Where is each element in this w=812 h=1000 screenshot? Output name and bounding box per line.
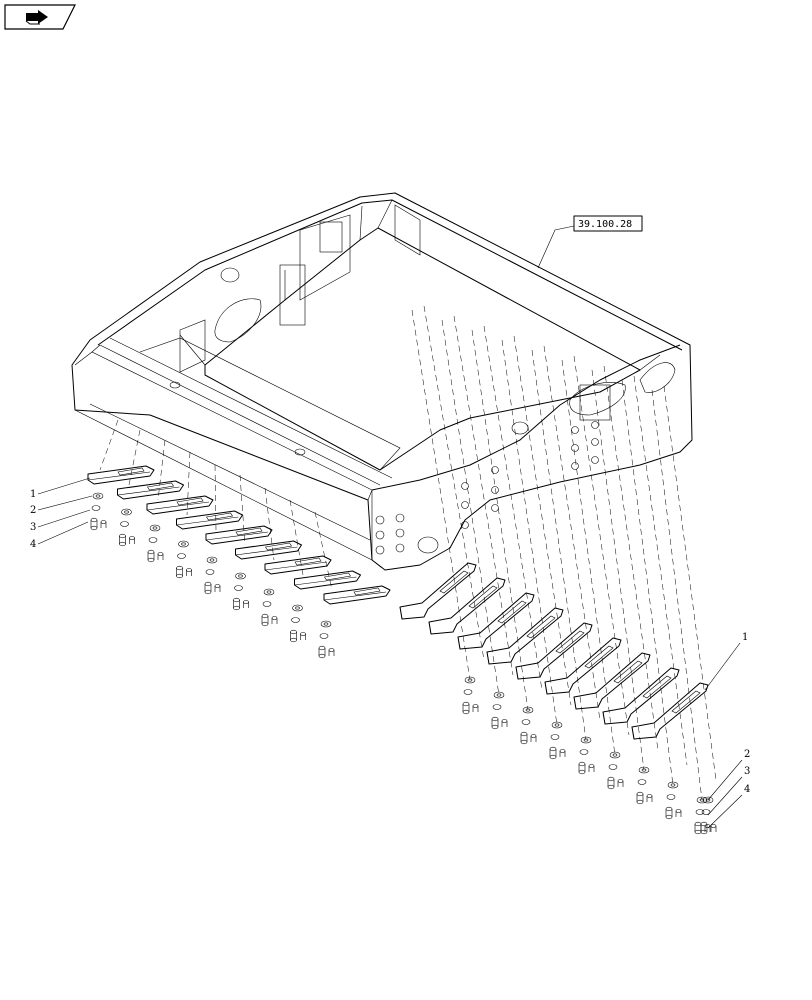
hardware-left-group (90, 492, 335, 659)
bolt-washer-set (549, 721, 566, 760)
bolt-washer-set (147, 524, 164, 563)
projection-line (239, 474, 246, 546)
wear-pad-left (264, 555, 332, 575)
projection-line (651, 389, 703, 801)
bolt-washer-set (90, 492, 107, 531)
wear-pad-right (544, 637, 622, 695)
wear-pad-right (457, 592, 535, 650)
projection-line (411, 309, 471, 681)
projection-line (214, 464, 217, 531)
bolt-washer-set (176, 540, 192, 579)
projection-line (621, 379, 674, 786)
wear-pad-left (294, 570, 361, 590)
projection-line (441, 319, 500, 696)
projection-line (663, 385, 717, 781)
projection-lines (99, 305, 717, 801)
bolt-washer-set (233, 572, 249, 611)
main-frame (71, 192, 693, 571)
wear-pad-right (631, 682, 709, 740)
bolt-washer-set (491, 691, 508, 730)
bolt-washer-set (119, 508, 135, 547)
projection-line (99, 419, 119, 471)
bolt-washer-set (665, 781, 682, 820)
bolt-washer-set (261, 588, 278, 627)
projection-line (591, 369, 645, 771)
projection-line (186, 451, 191, 516)
wear-pad-left (323, 585, 391, 605)
projection-line (423, 305, 485, 661)
wear-pad-left (87, 465, 155, 485)
bolt-washer-set (636, 766, 653, 805)
wear-pads-left-group (87, 465, 391, 605)
wear-pad-right (602, 667, 680, 725)
wear-pad-right (486, 607, 564, 665)
projection-line (157, 439, 166, 501)
projection-line (543, 345, 601, 721)
projection-line (531, 349, 587, 741)
projection-line (513, 335, 572, 706)
wear-pad-right (515, 622, 593, 680)
wear-pad-left (146, 495, 214, 515)
projection-line (561, 359, 616, 756)
projection-line (289, 499, 304, 576)
wear-pad-left (235, 540, 302, 560)
projection-line (633, 375, 688, 766)
callouts-right: 1 2 3 4 (704, 632, 750, 829)
reference-callout[interactable]: 39.100.28 (537, 215, 643, 269)
wear-pad-right (428, 577, 506, 635)
bolt-washer-set (694, 796, 711, 835)
bolt-washer-set (204, 556, 221, 595)
projection-line (501, 339, 558, 726)
wear-pads-right-group (399, 562, 709, 740)
bolt-washer-set (290, 604, 306, 643)
projection-line (483, 325, 543, 691)
bolt-washer-set (700, 796, 717, 835)
projection-line (603, 365, 659, 751)
hardware-right-group (462, 676, 717, 835)
callout-right-2[interactable]: 2 (744, 749, 750, 760)
callout-right-3[interactable]: 3 (744, 766, 750, 777)
callout-left-4[interactable]: 4 (30, 539, 36, 550)
bolt-washer-set (520, 706, 537, 745)
wear-pad-right (573, 652, 651, 710)
next-page-arrow-icon (25, 10, 48, 25)
end-plate-holes (375, 421, 599, 555)
wear-pad-left (176, 510, 243, 530)
callouts-left: 1 2 3 4 (30, 477, 93, 550)
bolt-washer-set (578, 736, 595, 775)
projection-line (453, 315, 514, 676)
callout-right-1[interactable]: 1 (742, 632, 748, 643)
callout-left-3[interactable]: 3 (30, 522, 36, 533)
callout-right-4[interactable]: 4 (744, 784, 750, 795)
wear-pad-left (117, 480, 184, 500)
projection-line (573, 355, 630, 736)
projection-line (314, 511, 333, 591)
projection-line (264, 487, 275, 561)
bolt-washer-set (318, 620, 335, 659)
reference-label[interactable]: 39.100.28 (578, 219, 632, 230)
callout-left-1[interactable]: 1 (30, 489, 36, 500)
bolt-washer-set (462, 676, 479, 715)
wear-pad-right (399, 562, 477, 620)
wear-pad-left (205, 525, 273, 545)
bolt-washer-set (607, 751, 624, 790)
nav-next-button[interactable] (4, 4, 76, 30)
callout-left-2[interactable]: 2 (30, 505, 36, 516)
projection-line (471, 329, 529, 711)
